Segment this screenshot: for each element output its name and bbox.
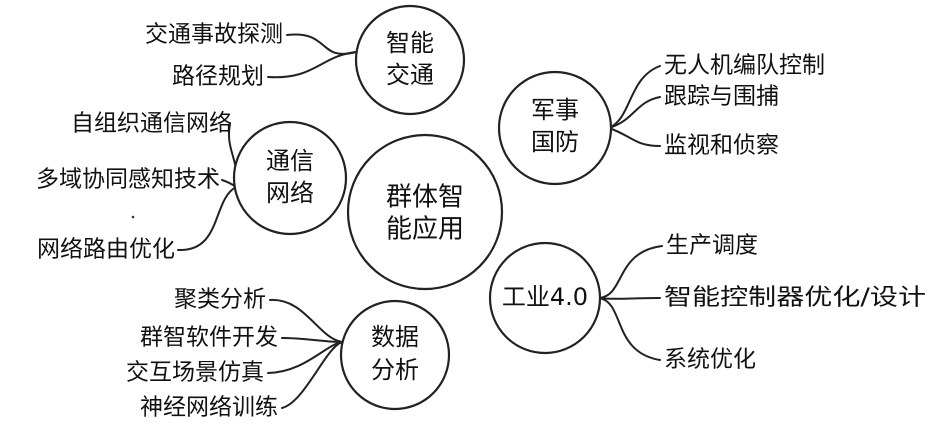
leaf-label-military-3: 监视和侦察 [664, 133, 779, 159]
node-label-comm-line1: 通信 [266, 147, 314, 175]
node-circle-industry [488, 241, 602, 355]
leaf-label-comm-1: 自组织通信网络 [71, 111, 232, 137]
branch-line-data-4 [281, 341, 343, 409]
node-label-data-line1: 数据 [371, 323, 419, 351]
leaf-label-military-2: 跟踪与围捕 [664, 84, 779, 110]
branch-line-comm-3 [177, 186, 237, 252]
branch-line-traffic-1 [286, 33, 357, 55]
node-label-traffic-line2: 交通 [386, 61, 434, 89]
branch-line-data-2 [281, 337, 343, 343]
leaf-label-data-3: 交互场景仿真 [126, 360, 264, 386]
node-label-industry: 工业4.0 [502, 283, 588, 311]
node-circle-traffic [354, 4, 466, 116]
node-label-traffic-line1: 智能 [386, 29, 434, 57]
center-label-line1: 群体智 [386, 183, 464, 213]
leaf-label-industry-1: 生产调度 [666, 233, 758, 259]
node-label-military-line2: 国防 [531, 128, 579, 156]
branch-line-industry-3 [598, 297, 661, 361]
stray-dot [131, 215, 135, 219]
branch-line-industry-2 [598, 297, 661, 300]
node-label-comm-line2: 网络 [266, 179, 314, 207]
leaf-label-comm-3: 网络路由优化 [37, 237, 175, 263]
branch-line-industry-1 [598, 245, 663, 299]
leaf-label-industry-3: 系统优化 [664, 347, 756, 373]
center-label-line2: 能应用 [386, 215, 464, 245]
branch-line-traffic-2 [267, 51, 357, 79]
branch-line-military-2 [608, 96, 661, 129]
center-circle [346, 133, 504, 291]
leaf-label-military-1: 无人机编队控制 [664, 53, 825, 79]
leaf-label-data-4: 神经网络训练 [140, 395, 278, 421]
leaf-label-traffic-2: 路径规划 [172, 64, 264, 90]
leaf-label-data-1: 聚类分析 [174, 287, 266, 313]
node-circle-comm [232, 120, 348, 236]
leaf-label-traffic-1: 交通事故探测 [145, 22, 283, 48]
leaf-label-comm-2: 多域协同感知技术 [36, 167, 220, 193]
branch-line-data-3 [267, 341, 343, 374]
node-label-data-line2: 分析 [371, 356, 419, 384]
branch-lines [177, 33, 663, 409]
leaf-label-data-2: 群智软件开发 [140, 325, 278, 351]
branch-line-military-1 [608, 65, 661, 129]
leaf-label-industry-2: 智能控制器优化/设计 [664, 285, 926, 311]
node-circle-military [497, 70, 613, 186]
branch-line-military-3 [608, 127, 661, 147]
node-label-military-line1: 军事 [531, 96, 579, 124]
node-circle-data [339, 299, 451, 411]
branch-line-data-1 [269, 298, 343, 343]
